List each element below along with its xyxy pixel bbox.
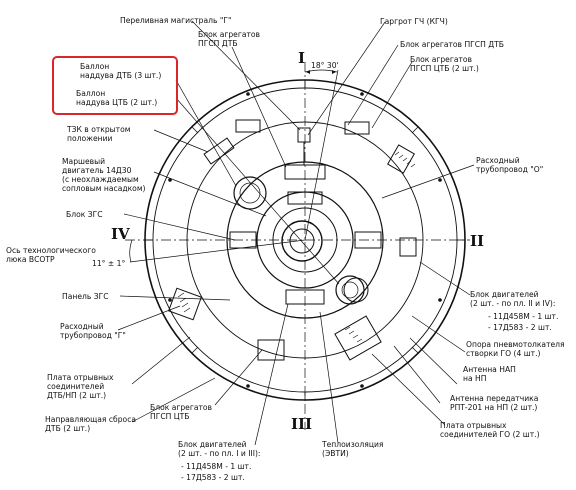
label-plata-dtb: Плата отрывных соединителей ДТБ/НП (2 шт… (47, 373, 114, 400)
label-antenna-nap: Антенна НАП на НП (463, 365, 516, 383)
label-blok-dv-right: Блок двигателей (2 шт. - по пл. II и IV)… (470, 290, 556, 308)
label-blok-zgs: Блок ЗГС (66, 210, 103, 219)
roman-bottom: III (291, 415, 313, 433)
axis-tilted-top (304, 69, 339, 241)
box-top-right (344, 121, 370, 135)
label-ballon-dtb: Баллон наддува ДТБ (3 шт.) (80, 62, 162, 80)
hatch-bottom (344, 326, 363, 343)
label-blok-pgsp-ctb-bottom: Блок агрегатов ПГСП ЦТБ (150, 403, 213, 421)
axis-tilted-left (129, 239, 306, 263)
label-opora: Опора пневмотолкателя створки ГО (4 шт.) (466, 340, 565, 358)
roman-left: IV (111, 225, 130, 243)
angle-label-top: 18° 30' (311, 61, 339, 70)
ballon-right (343, 277, 369, 303)
label-rashod-o: Расходный трубопровод "О" (476, 156, 544, 174)
label-blok-dv-bottom: Блок двигателей (2 шт. - по пл. I и III)… (178, 440, 261, 458)
label-ballon-ctb: Баллон наддува ЦТБ (2 шт.) (76, 89, 158, 107)
lower-block (285, 289, 325, 305)
box-top-mid (235, 119, 261, 133)
angle-arc-left (129, 239, 133, 263)
label-blok-pgsp-ctb-right: Блок агрегатов ПГСП ЦТБ (2 шт.) (410, 55, 479, 73)
hatch-left (177, 292, 191, 313)
leader-lines (117, 20, 475, 446)
top-block (284, 164, 326, 180)
label-rashod-g: Расходный трубопровод "Г" (60, 322, 126, 340)
label-os-tech: Ось технологического люка ВСОТР (6, 246, 96, 264)
label-panel-zgs: Панель ЗГС (62, 292, 109, 301)
outer-ticks (145, 80, 465, 400)
label-blok-pgsp-dtb: Блок агрегатов ПГСП ДТБ (198, 30, 261, 48)
ballon-ctb (335, 275, 365, 305)
label-blok-dv-bottom-2: - 17Д583 - 2 шт. (181, 473, 245, 482)
box-left-dtb (168, 287, 202, 321)
roman-right: II (470, 232, 485, 250)
label-blok-dv-right-2: - 17Д583 - 2 шт. (488, 323, 552, 332)
roman-top: I (298, 49, 306, 67)
box-top-left (203, 137, 235, 165)
label-antenna-rpt: Антенна передатчика РПТ-201 на НП (2 шт.… (450, 394, 539, 412)
label-teplo: Теплоизоляция (ЭВТИ) (322, 440, 384, 458)
label-plata-go: Плата отрывных соединителей ГО (2 шт.) (440, 421, 540, 439)
label-blok-pgsp-dtb-right: Блок агрегатов ПГСП ДТБ (400, 40, 504, 49)
box-bottom-mid (257, 339, 285, 361)
right-block (354, 231, 382, 249)
box-right-low (399, 237, 417, 257)
label-marsh: Маршевый двигатель 14Д30 (с неохлаждаемы… (62, 157, 146, 193)
label-blok-dv-right-1: - 11Д458М - 1 шт. (488, 312, 559, 321)
hatch-right-top (394, 151, 416, 168)
engine-nozzle (281, 220, 323, 262)
label-perelivnaya: Переливная магистраль "Г" (120, 16, 232, 25)
bolt-ring (168, 92, 442, 388)
label-tzk: ТЗК в открытом положении (67, 125, 131, 143)
label-blok-dv-bottom-1: - 11Д458М - 1 шт. (181, 462, 252, 471)
label-napr: Направляющая сброса ДТБ (2 шт.) (45, 415, 137, 433)
top-block-2 (287, 191, 323, 205)
box-bottom-right (334, 315, 382, 361)
label-gargrot: Гаргрот ГЧ (КГЧ) (380, 17, 448, 26)
ballon-dtb (233, 176, 267, 210)
left-block-zgs (229, 231, 257, 249)
box-right-top (387, 144, 415, 174)
engine-nozzle-inner (289, 228, 315, 254)
highlight-callout (52, 56, 178, 115)
angle-label-left: 11° ± 1° (92, 259, 126, 268)
